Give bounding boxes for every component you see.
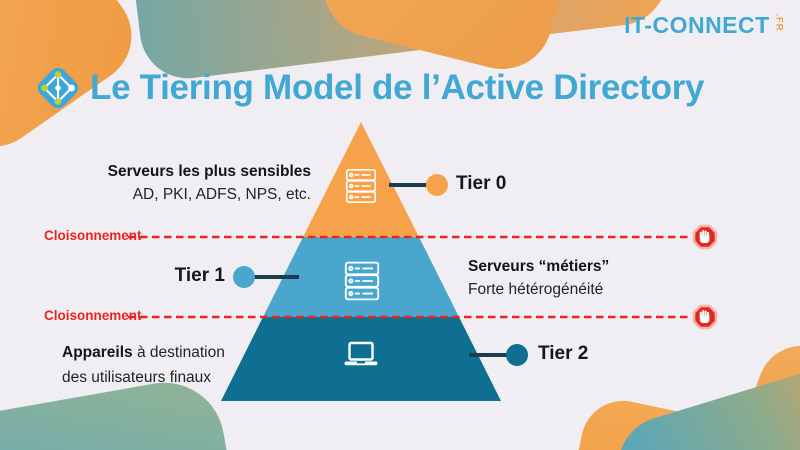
- tier-2-connector-dot: [506, 344, 528, 366]
- tier-1-description-normal: Forte hétérogénéité: [468, 281, 604, 298]
- active-directory-icon: [37, 67, 79, 109]
- tier-1-connector-dot: [233, 266, 255, 288]
- tier-2-description-bold: Appareils: [62, 344, 133, 361]
- tier-1-connector: [233, 266, 299, 288]
- tier-1-description-bold: Serveurs “métiers”: [468, 258, 610, 275]
- tier-0-description: Serveurs les plus sensibles AD, PKI, ADF…: [108, 160, 311, 206]
- tier-0-connector: [389, 174, 448, 196]
- page-title: Le Tiering Model de l’Active Directory: [90, 68, 705, 107]
- laptop-icon-tier-2: [344, 341, 378, 366]
- tier-1-label: Tier 1: [174, 265, 225, 286]
- tier-0-connector-dot: [426, 174, 448, 196]
- tier-2-description-line2: des utilisateurs finaux: [62, 369, 212, 386]
- cloisonnement-label-2: Cloisonnement: [44, 308, 142, 323]
- tier-0-description-bold: Serveurs les plus sensibles: [107, 163, 311, 180]
- tier-0-description-normal: AD, PKI, ADFS, NPS, etc.: [132, 186, 311, 203]
- tier-2-label: Tier 2: [538, 343, 589, 364]
- tier-1-segment: [263, 237, 459, 317]
- it-connect-logo: IT-CONNECT .FR: [624, 12, 788, 39]
- stop-hand-icon-1: [692, 224, 718, 250]
- tier-2-description: Appareils à destination des utilisateurs…: [62, 340, 225, 390]
- tier-0-label: Tier 0: [456, 173, 507, 194]
- title-row: Le Tiering Model de l’Active Directory: [34, 64, 705, 112]
- tier-2-description-normal: à destination: [132, 344, 225, 361]
- tier-2-connector: [469, 344, 528, 366]
- stop-hand-icon-2: [692, 304, 718, 330]
- cloisonnement-label-1: Cloisonnement: [44, 228, 142, 243]
- logo-text: IT-CONNECT: [624, 12, 770, 38]
- tier-1-description: Serveurs “métiers” Forte hétérogénéité: [468, 255, 609, 301]
